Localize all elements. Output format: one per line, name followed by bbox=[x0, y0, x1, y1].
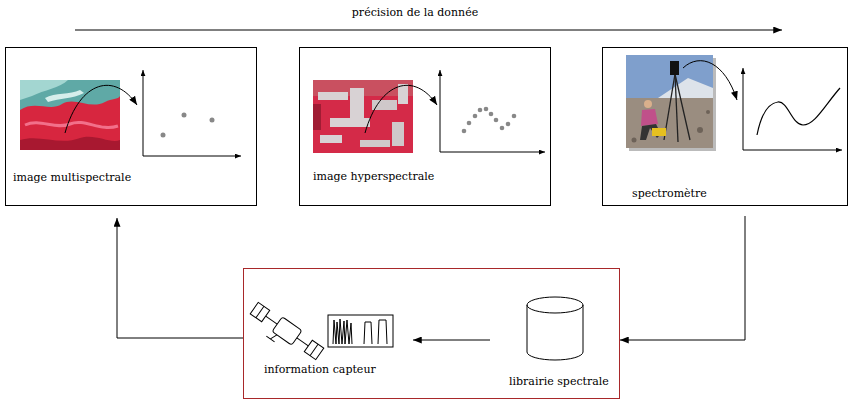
precision-arrow bbox=[75, 30, 782, 31]
photo-mountain bbox=[655, 78, 713, 100]
satellite-strut bbox=[266, 316, 309, 346]
instrument-box: spectromètre bbox=[602, 47, 848, 206]
node-label: spectromètre bbox=[632, 187, 707, 201]
node-label: librairie spectrale bbox=[509, 375, 609, 389]
image-area bbox=[45, 90, 84, 102]
image-box: image multispectrale bbox=[5, 47, 257, 206]
person-body bbox=[641, 109, 658, 126]
data-point bbox=[500, 126, 505, 131]
node-label: image multispectrale bbox=[13, 171, 131, 185]
image-area bbox=[318, 92, 348, 100]
data-point bbox=[161, 133, 166, 138]
chart-axis bbox=[743, 150, 842, 151]
image-box: image hyperspectrale bbox=[299, 47, 551, 206]
spectral-points bbox=[462, 107, 517, 134]
library-item: librairie spectrale bbox=[500, 292, 618, 392]
cylinder-top bbox=[527, 297, 583, 313]
flow-arrow bbox=[413, 340, 490, 341]
satellite-body bbox=[272, 317, 302, 346]
cylinder-side bbox=[527, 305, 528, 352]
cylinder-side bbox=[583, 305, 584, 352]
data-point bbox=[478, 108, 483, 113]
image-area bbox=[360, 140, 390, 147]
image-area bbox=[350, 88, 364, 118]
panel-line bbox=[256, 306, 264, 317]
cylinder-bottom bbox=[527, 352, 583, 360]
axis-label: précision de la donnée bbox=[352, 6, 478, 20]
solar-panel bbox=[250, 302, 269, 321]
spectrometer-photo bbox=[626, 55, 716, 151]
image-area bbox=[320, 135, 342, 143]
data-point bbox=[494, 118, 499, 123]
bands-frame bbox=[328, 315, 393, 347]
chart-axis bbox=[743, 68, 744, 150]
multispectral-image bbox=[20, 80, 120, 150]
band-window bbox=[364, 322, 372, 344]
image-area bbox=[398, 84, 408, 104]
image-area bbox=[313, 104, 321, 130]
chart-axis bbox=[440, 70, 441, 152]
image-area bbox=[392, 122, 404, 146]
hyperspectral-image bbox=[313, 80, 413, 153]
satellite-icon bbox=[245, 301, 325, 367]
satellite-dish bbox=[266, 330, 278, 341]
data-point bbox=[182, 113, 187, 118]
instrument-case bbox=[652, 128, 666, 136]
chart-axis bbox=[440, 152, 545, 153]
tripod-leg bbox=[675, 74, 678, 142]
node-label: information capteur bbox=[264, 363, 376, 377]
curved-arrow bbox=[65, 85, 137, 133]
curved-arrow bbox=[683, 61, 737, 100]
image-area bbox=[25, 122, 118, 127]
data-point bbox=[210, 118, 215, 123]
image-area bbox=[20, 137, 120, 150]
panel-line bbox=[310, 344, 318, 355]
photo-rock bbox=[632, 138, 637, 143]
image-ground bbox=[20, 80, 120, 150]
band-spikes bbox=[333, 319, 352, 344]
data-point bbox=[462, 129, 467, 134]
database-cylinder bbox=[527, 297, 583, 360]
image-area bbox=[330, 118, 370, 127]
band-window bbox=[378, 320, 387, 344]
photo-rock bbox=[697, 127, 703, 133]
data-point bbox=[489, 112, 494, 117]
data-point bbox=[467, 121, 472, 126]
flow-arrow bbox=[620, 216, 745, 340]
group-box: information capteur librairie spectrale bbox=[243, 268, 620, 399]
chart-axis bbox=[143, 70, 144, 156]
data-point bbox=[512, 114, 517, 119]
sensor-item: information capteur bbox=[253, 298, 401, 380]
data-point bbox=[506, 122, 511, 127]
image-area bbox=[20, 96, 120, 150]
node-label: image hyperspectrale bbox=[313, 170, 434, 184]
photo-rock bbox=[706, 110, 710, 114]
spectral-curve bbox=[757, 88, 840, 135]
sensor-bands bbox=[328, 315, 393, 347]
flow-arrow bbox=[117, 218, 243, 338]
data-point bbox=[484, 107, 489, 112]
image-area bbox=[372, 100, 397, 110]
spectral-points bbox=[161, 113, 215, 138]
curved-arrow bbox=[365, 85, 437, 133]
photo-sky bbox=[626, 55, 713, 100]
image-ground bbox=[313, 80, 413, 153]
spectrometer-head bbox=[670, 61, 679, 75]
solar-panel bbox=[304, 340, 323, 359]
chart-axis bbox=[143, 156, 241, 157]
data-point bbox=[473, 114, 478, 119]
person-head bbox=[644, 100, 652, 108]
